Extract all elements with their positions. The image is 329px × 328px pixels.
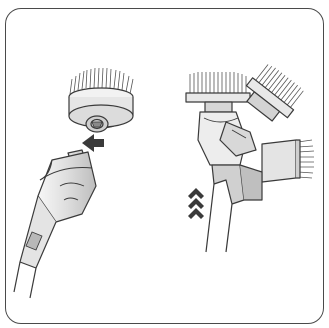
brush-swivel-adjust-icon <box>186 60 314 252</box>
push-down-arrow <box>82 134 104 152</box>
flat-brush-bristles <box>190 72 246 93</box>
brush-head-attach-icon <box>14 68 133 298</box>
push-up-double-chevron <box>188 188 204 219</box>
